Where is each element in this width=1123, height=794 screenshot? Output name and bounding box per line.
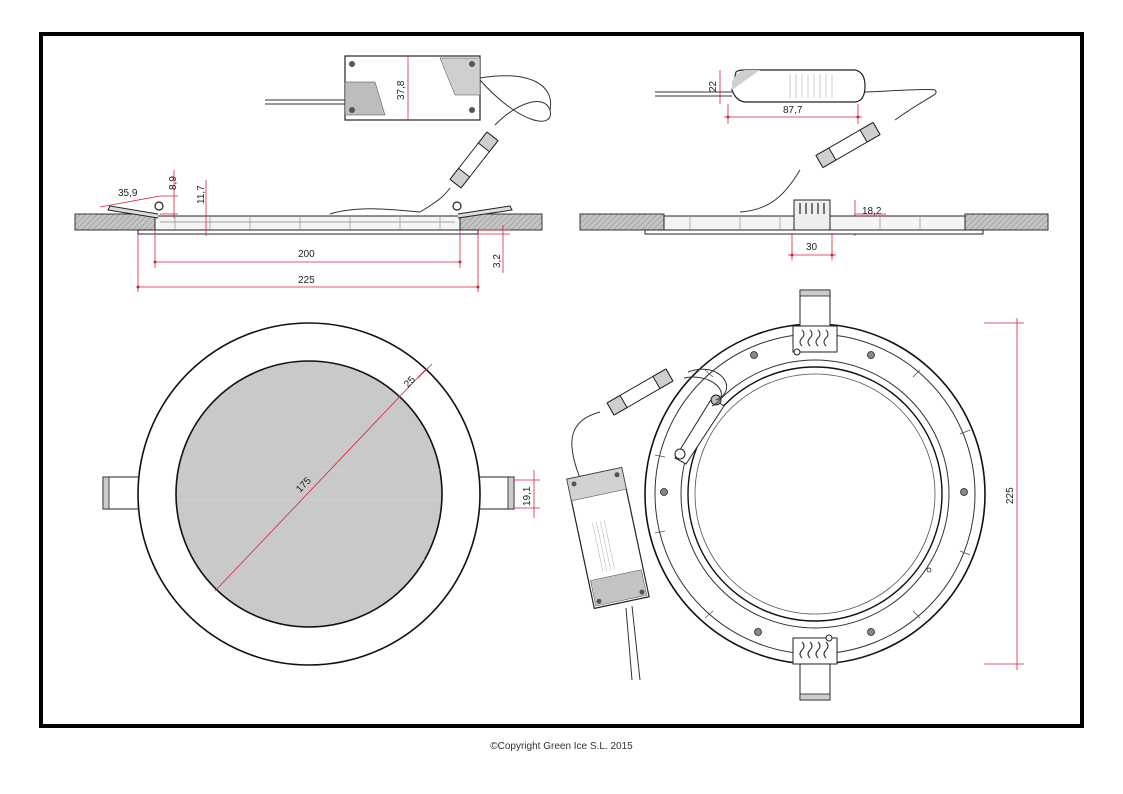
driver-rear-view: [566, 466, 650, 610]
connector-side-left: [449, 131, 499, 189]
ceiling-right-right-view: [964, 213, 1049, 231]
dimension-lines-front: [214, 363, 540, 592]
dim-label-225-vertical: 225: [1005, 487, 1016, 504]
front-diffuser: [175, 360, 443, 628]
dim-label-30: 30: [806, 242, 818, 253]
dim-label-37-8: 37,8: [396, 80, 407, 100]
side-view-installed: [74, 55, 552, 235]
panel-flange-side: [137, 229, 479, 235]
panel-flange-slim: [644, 229, 984, 235]
dim-label-22: 22: [708, 80, 719, 92]
spring-clip-right: [457, 205, 513, 219]
drawing-frame: [39, 32, 1084, 728]
ceiling-left-right-view: [579, 213, 665, 231]
connector-rear: [606, 368, 674, 416]
front-view: [102, 322, 515, 666]
dim-label-87-7: 87,7: [783, 105, 803, 116]
dim-label-11-7: 11,7: [196, 185, 207, 204]
dim-label-19-1: 19,1: [522, 486, 533, 506]
panel-body-side: [154, 215, 461, 231]
side-view-slim: [579, 69, 1049, 235]
dim-label-18-2: 18,2: [862, 206, 882, 217]
dim-label-3-2: 3,2: [492, 254, 503, 268]
copyright-text: ©Copyright Green Ice S.L. 2015: [490, 741, 633, 752]
rear-outer-ring: [644, 323, 986, 665]
dim-label-8-9: 8,9: [168, 176, 179, 190]
dim-label-225-side: 225: [298, 275, 315, 286]
dim-label-35-9: 35,9: [118, 188, 138, 199]
rear-inner-ring: [687, 366, 943, 622]
spring-clip-left: [107, 205, 159, 219]
ceiling-right: [459, 213, 543, 231]
dim-label-200: 200: [298, 249, 315, 260]
dimension-lines-rear: [984, 318, 1024, 670]
ceiling-left: [74, 213, 156, 231]
connector-side-right: [815, 121, 881, 169]
rear-view: [566, 289, 986, 701]
